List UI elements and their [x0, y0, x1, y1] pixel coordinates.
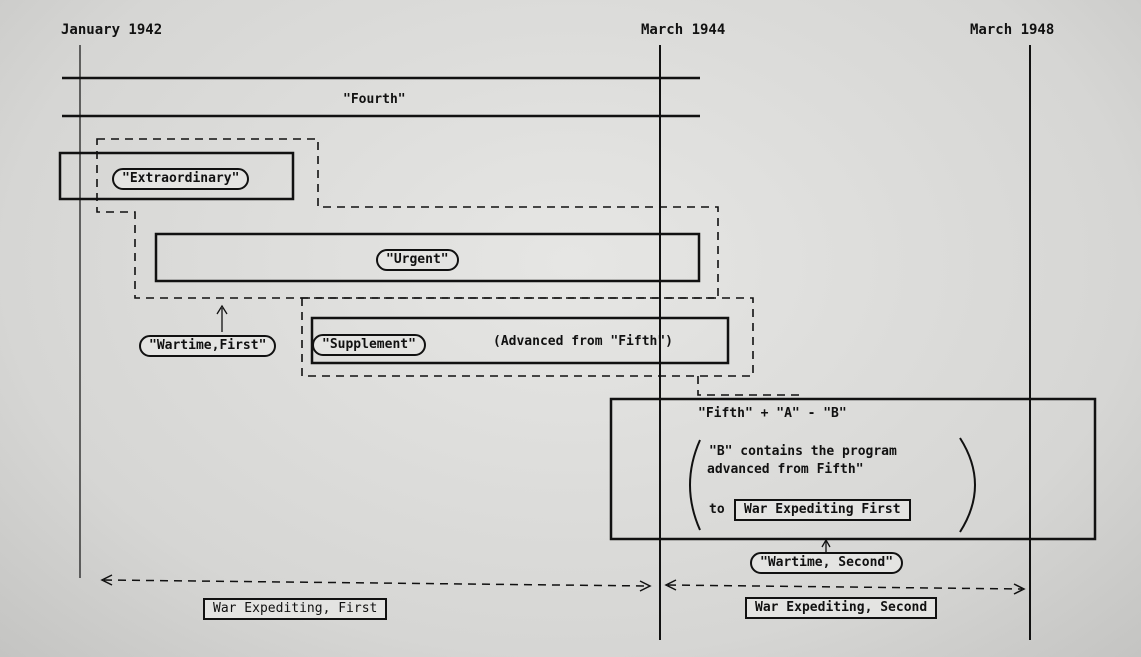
- date-label-mar1944: March 1944: [641, 22, 726, 38]
- left-parenthesis: [689, 439, 701, 531]
- extraordinary-label: "Extraordinary": [112, 168, 250, 190]
- urgent-box: [154, 232, 701, 283]
- fourth-label: "Fourth": [343, 92, 406, 107]
- supplement-label: "Supplement": [312, 334, 426, 356]
- period-second-label: War Expediting, Second: [745, 597, 938, 619]
- period-first-arrowhead-right: [639, 580, 652, 592]
- wartime-first-dashed-outline: [96, 138, 719, 299]
- b-contains-line1: "B" contains the program: [709, 444, 897, 459]
- b-contains-line2: advanced from Fifth": [707, 462, 864, 477]
- fifth-dashed-connector: [697, 376, 800, 396]
- fifth-box: [609, 397, 1097, 541]
- date-label-mar1948: March 1948: [970, 22, 1055, 38]
- extraordinary-box: [58, 151, 295, 201]
- war-expediting-first-inner-label: War Expediting First: [734, 499, 911, 521]
- period-second-arrow-line: [667, 584, 1023, 590]
- right-parenthesis: [959, 437, 976, 533]
- fifth-formula-label: "Fifth" + "A" - "B": [698, 406, 847, 421]
- period-second-arrowhead-right: [1013, 583, 1026, 595]
- period-first-arrow-line: [103, 579, 649, 587]
- wartime-second-arrowhead: [821, 538, 831, 548]
- period-first-arrowhead-left: [100, 574, 113, 586]
- wartime-first-label: "Wartime,First": [139, 335, 277, 357]
- wartime-second-label: "Wartime, Second": [750, 552, 904, 574]
- urgent-label: "Urgent": [376, 249, 459, 271]
- supplement-dashed-outline: [301, 297, 754, 377]
- to-label: to: [709, 502, 725, 517]
- wartime-first-arrowhead: [216, 304, 228, 315]
- period-first-label: War Expediting, First: [203, 598, 388, 620]
- date-label-jan1942: January 1942: [61, 22, 163, 38]
- period-second-arrowhead-left: [664, 579, 677, 591]
- advanced-from-fifth-label: (Advanced from "Fifth"): [493, 334, 674, 349]
